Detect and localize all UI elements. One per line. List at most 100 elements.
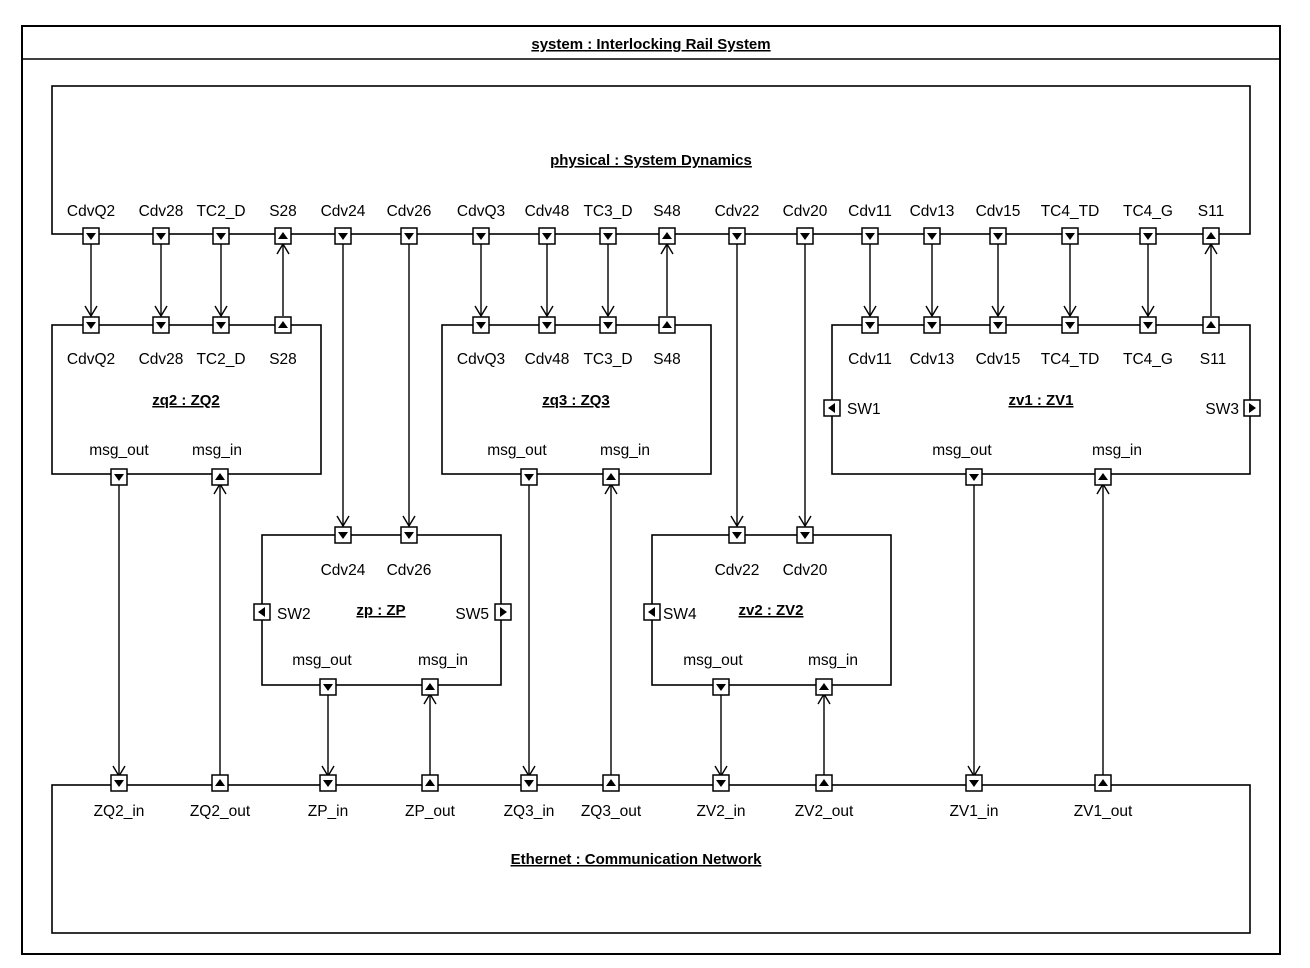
port-label-zv1-tc4-td: TC4_TD — [1041, 351, 1100, 368]
port-physical-cdvq3[interactable] — [472, 227, 490, 245]
port-zq3-msg-out[interactable] — [520, 468, 538, 486]
port-label-ethernet-zq3-in: ZQ3_in — [504, 803, 555, 820]
port-ethernet-zq3-out[interactable] — [602, 774, 620, 792]
zq2-title: zq2 : ZQ2 — [152, 392, 220, 409]
port-label-physical-cdv48: Cdv48 — [525, 203, 570, 220]
port-zv1-msg-out[interactable] — [965, 468, 983, 486]
port-physical-s28[interactable] — [274, 227, 292, 245]
port-zv1-tc4-g[interactable] — [1139, 316, 1157, 334]
block-zv2[interactable]: zv2 : ZV2 — [651, 534, 892, 686]
port-label-zp-cdv26: Cdv26 — [387, 562, 432, 579]
port-zv2-cdv22[interactable] — [728, 526, 746, 544]
block-zq2[interactable]: zq2 : ZQ2 — [51, 324, 322, 475]
port-label-zq3-s48: S48 — [653, 351, 681, 368]
port-ethernet-zp-in[interactable] — [319, 774, 337, 792]
port-zp-sw2[interactable] — [253, 603, 271, 621]
port-label-zv1-msg-in: msg_in — [1092, 442, 1142, 459]
port-direction-arrow-icon — [476, 233, 486, 240]
port-label-zv2-cdv22: Cdv22 — [715, 562, 760, 579]
port-physical-tc3-d[interactable] — [599, 227, 617, 245]
port-zv1-tc4-td[interactable] — [1061, 316, 1079, 334]
port-ethernet-zq3-in[interactable] — [520, 774, 538, 792]
port-label-physical-s28: S28 — [269, 203, 297, 220]
port-zp-msg-in[interactable] — [421, 678, 439, 696]
port-zp-cdv26[interactable] — [400, 526, 418, 544]
port-direction-arrow-icon — [500, 607, 507, 617]
port-ethernet-zq2-in[interactable] — [110, 774, 128, 792]
port-zq2-msg-in[interactable] — [211, 468, 229, 486]
port-direction-arrow-icon — [732, 532, 742, 539]
port-ethernet-zp-out[interactable] — [421, 774, 439, 792]
zv1-title: zv1 : ZV1 — [1008, 392, 1073, 409]
port-direction-arrow-icon — [114, 780, 124, 787]
port-label-zv1-sw1: SW1 — [847, 401, 881, 418]
port-physical-s48[interactable] — [658, 227, 676, 245]
port-physical-cdv48[interactable] — [538, 227, 556, 245]
port-zq2-tc2-d[interactable] — [212, 316, 230, 334]
block-ethernet[interactable]: Ethernet : Communication Network — [51, 784, 1251, 934]
port-label-ethernet-zp-in: ZP_in — [308, 803, 349, 820]
port-zq3-cdvq3[interactable] — [472, 316, 490, 334]
port-zv2-sw4[interactable] — [643, 603, 661, 621]
port-zq3-msg-in[interactable] — [602, 468, 620, 486]
port-physical-cdv24[interactable] — [334, 227, 352, 245]
port-direction-arrow-icon — [800, 532, 810, 539]
port-direction-arrow-icon — [404, 233, 414, 240]
port-direction-arrow-icon — [828, 403, 835, 413]
port-zp-cdv24[interactable] — [334, 526, 352, 544]
zv2-title: zv2 : ZV2 — [738, 602, 803, 619]
port-physical-cdv13[interactable] — [923, 227, 941, 245]
port-zv1-sw3[interactable] — [1243, 399, 1261, 417]
port-zv2-msg-in[interactable] — [815, 678, 833, 696]
port-direction-arrow-icon — [524, 474, 534, 481]
port-zp-sw5[interactable] — [494, 603, 512, 621]
port-ethernet-zv1-in[interactable] — [965, 774, 983, 792]
port-zq3-s48[interactable] — [658, 316, 676, 334]
port-physical-cdv22[interactable] — [728, 227, 746, 245]
port-zv1-s11[interactable] — [1202, 316, 1220, 334]
port-direction-arrow-icon — [603, 322, 613, 329]
port-physical-tc4-g[interactable] — [1139, 227, 1157, 245]
port-zq2-s28[interactable] — [274, 316, 292, 334]
port-direction-arrow-icon — [1065, 233, 1075, 240]
port-zq2-msg-out[interactable] — [110, 468, 128, 486]
zp-title: zp : ZP — [356, 602, 405, 619]
port-zv1-cdv11[interactable] — [861, 316, 879, 334]
port-zv1-msg-in[interactable] — [1094, 468, 1112, 486]
port-zv1-sw1[interactable] — [823, 399, 841, 417]
port-physical-cdv15[interactable] — [989, 227, 1007, 245]
port-physical-cdvq2[interactable] — [82, 227, 100, 245]
port-zv1-cdv13[interactable] — [923, 316, 941, 334]
block-zp[interactable]: zp : ZP — [261, 534, 502, 686]
port-direction-arrow-icon — [819, 779, 829, 786]
port-physical-tc4-td[interactable] — [1061, 227, 1079, 245]
block-zv1[interactable]: zv1 : ZV1 — [831, 324, 1251, 475]
port-zv1-cdv15[interactable] — [989, 316, 1007, 334]
port-label-zv2-msg-out: msg_out — [683, 652, 743, 669]
port-physical-s11[interactable] — [1202, 227, 1220, 245]
port-label-ethernet-zq2-out: ZQ2_out — [190, 803, 251, 820]
port-ethernet-zv2-out[interactable] — [815, 774, 833, 792]
port-label-zp-sw5: SW5 — [455, 606, 489, 623]
block-zq3[interactable]: zq3 : ZQ3 — [441, 324, 712, 475]
port-direction-arrow-icon — [1098, 779, 1108, 786]
port-zq2-cdvq2[interactable] — [82, 316, 100, 334]
port-ethernet-zv1-out[interactable] — [1094, 774, 1112, 792]
port-zq2-cdv28[interactable] — [152, 316, 170, 334]
block-physical[interactable]: physical : System Dynamics — [51, 85, 1251, 235]
port-physical-cdv28[interactable] — [152, 227, 170, 245]
port-direction-arrow-icon — [404, 532, 414, 539]
port-physical-cdv11[interactable] — [861, 227, 879, 245]
port-ethernet-zq2-out[interactable] — [211, 774, 229, 792]
port-zp-msg-out[interactable] — [319, 678, 337, 696]
port-zv2-msg-out[interactable] — [712, 678, 730, 696]
port-direction-arrow-icon — [425, 779, 435, 786]
port-physical-cdv26[interactable] — [400, 227, 418, 245]
port-zq3-cdv48[interactable] — [538, 316, 556, 334]
port-ethernet-zv2-in[interactable] — [712, 774, 730, 792]
port-label-physical-s11: S11 — [1198, 203, 1224, 220]
port-physical-cdv20[interactable] — [796, 227, 814, 245]
port-zq3-tc3-d[interactable] — [599, 316, 617, 334]
port-zv2-cdv20[interactable] — [796, 526, 814, 544]
port-physical-tc2-d[interactable] — [212, 227, 230, 245]
